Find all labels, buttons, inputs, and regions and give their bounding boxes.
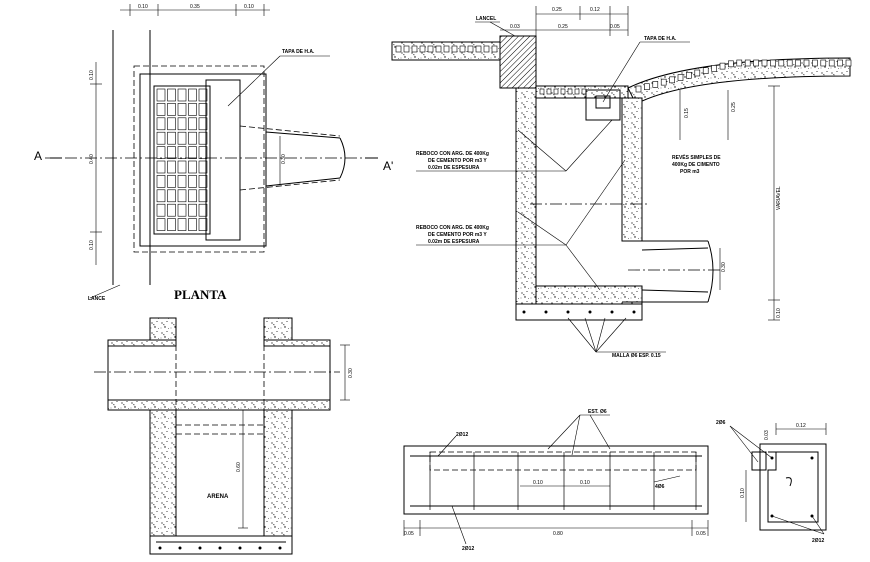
section-aa: LANCEL 0.25 0.12 0.03 0.25 0.05 TAPA DE … [391, 6, 852, 359]
plan-top-dimensions: 0.10 0.35 0.10 [120, 4, 270, 16]
dim-det-top: 0.03 [764, 430, 770, 440]
dim-sec-top-4: 0.25 [558, 24, 568, 30]
slab-right-rebar [635, 59, 852, 93]
dim-sec-top-2: 0.12 [590, 7, 600, 13]
label-bar-side: 4Ø6 [655, 484, 665, 490]
dim-beam-length: 0.80 [553, 531, 563, 537]
plan-grate [153, 85, 211, 235]
lower-section: 0.30 0.60 ARENA [94, 317, 354, 555]
label-stirrups: EST. Ø6 [588, 409, 607, 415]
label-det-top: 2Ø6 [716, 420, 726, 426]
dim-sec-top-1: 0.25 [552, 7, 562, 13]
dim-sec-top-5: 0.05 [610, 24, 620, 30]
dim-plan-left-1: 0.10 [89, 70, 95, 80]
plan-left-dimensions: 0.10 0.40 0.10 [89, 62, 102, 265]
beam-section-detail: 0.12 0.10 0.03 2Ø6 2Ø12 [716, 420, 827, 544]
dim-lower-pipe: 0.30 [348, 368, 354, 378]
dim-plan-top-3: 0.10 [244, 4, 254, 10]
note-reves-c: POR m3 [680, 169, 700, 175]
label-bar-bottom: 2Ø12 [462, 546, 474, 552]
dim-plan-top-2: 0.35 [190, 4, 200, 10]
dim-beam-spacing-1: 0.10 [533, 480, 543, 486]
note-reboco-1c: 0.02m DE ESPESURA [428, 165, 480, 171]
label-lance-plan: LANCE [88, 296, 106, 302]
dim-sec-base: 0.10 [776, 308, 782, 318]
label-variavel: VARIAVEL [776, 186, 782, 210]
dim-sec-right-2: 0.25 [731, 102, 737, 112]
dim-plan-pipe: 0.30 [281, 154, 287, 164]
note-reboco-1a: REBOCO CON ARG. DE 400Kg [416, 151, 489, 157]
dim-sec-top-3: 0.03 [510, 24, 520, 30]
label-bar-top: 2Ø12 [456, 432, 468, 438]
base-mesh-rebar [522, 310, 636, 314]
label-lancel-section: LANCEL [476, 16, 496, 22]
section-marker-left: A [34, 149, 42, 163]
dim-det-width: 0.12 [796, 423, 806, 429]
dim-beam-spacing-2: 0.10 [580, 480, 590, 486]
dim-beam-left: 0.05 [404, 531, 414, 537]
note-reboco-2a: REBOCO CON ARG. DE 400Kg [416, 225, 489, 231]
label-tapa-plan: TAPA DE H.A. [282, 49, 315, 55]
note-reves-a: REVÉS SIMPLES DE [672, 153, 721, 161]
note-reves-b: 400Kg DE CIMENTO [672, 162, 720, 168]
note-reboco-2b: DE CEMENTO POR m3 Y [428, 232, 487, 238]
plan-lid [205, 79, 241, 241]
label-tapa-section: TAPA DE H.A. [644, 36, 677, 42]
dim-beam-right: 0.05 [696, 531, 706, 537]
slab-left-rebar [395, 45, 498, 53]
section-top-dimensions: 0.25 0.12 0.03 0.25 0.05 [500, 6, 629, 36]
dim-plan-top-1: 0.10 [138, 4, 148, 10]
note-reboco-1b: DE CEMENTO POR m3 Y [428, 158, 487, 164]
label-det-bottom: 2Ø12 [812, 538, 824, 544]
plan-title: PLANTA [174, 287, 227, 302]
label-malla: MALLA Ø6 ESP. 0.15 [612, 353, 661, 359]
note-reboco-2c: 0.02m DE ESPESURA [428, 239, 480, 245]
dim-det-depth: 0.10 [740, 488, 746, 498]
dim-sec-right-1: 0.15 [684, 108, 690, 118]
plan-view: 0.10 0.35 0.10 0.10 0.40 0.10 [34, 4, 393, 302]
beam-elevation: 0.10 0.10 EST. Ø6 2Ø12 4Ø6 0.05 0.80 0.0… [403, 409, 709, 552]
dim-lower-depth: 0.60 [236, 462, 242, 472]
lower-base-rebar [158, 546, 282, 550]
beam-stirrups [429, 452, 697, 510]
arena-label: ARENA [207, 494, 229, 500]
dim-sec-pipe: 0.30 [721, 262, 727, 272]
dim-plan-left-2: 0.40 [89, 154, 95, 164]
section-marker-right: A' [383, 159, 393, 173]
plan-outlet-pipe: 0.30 [239, 125, 346, 191]
dim-plan-left-3: 0.10 [89, 240, 95, 250]
